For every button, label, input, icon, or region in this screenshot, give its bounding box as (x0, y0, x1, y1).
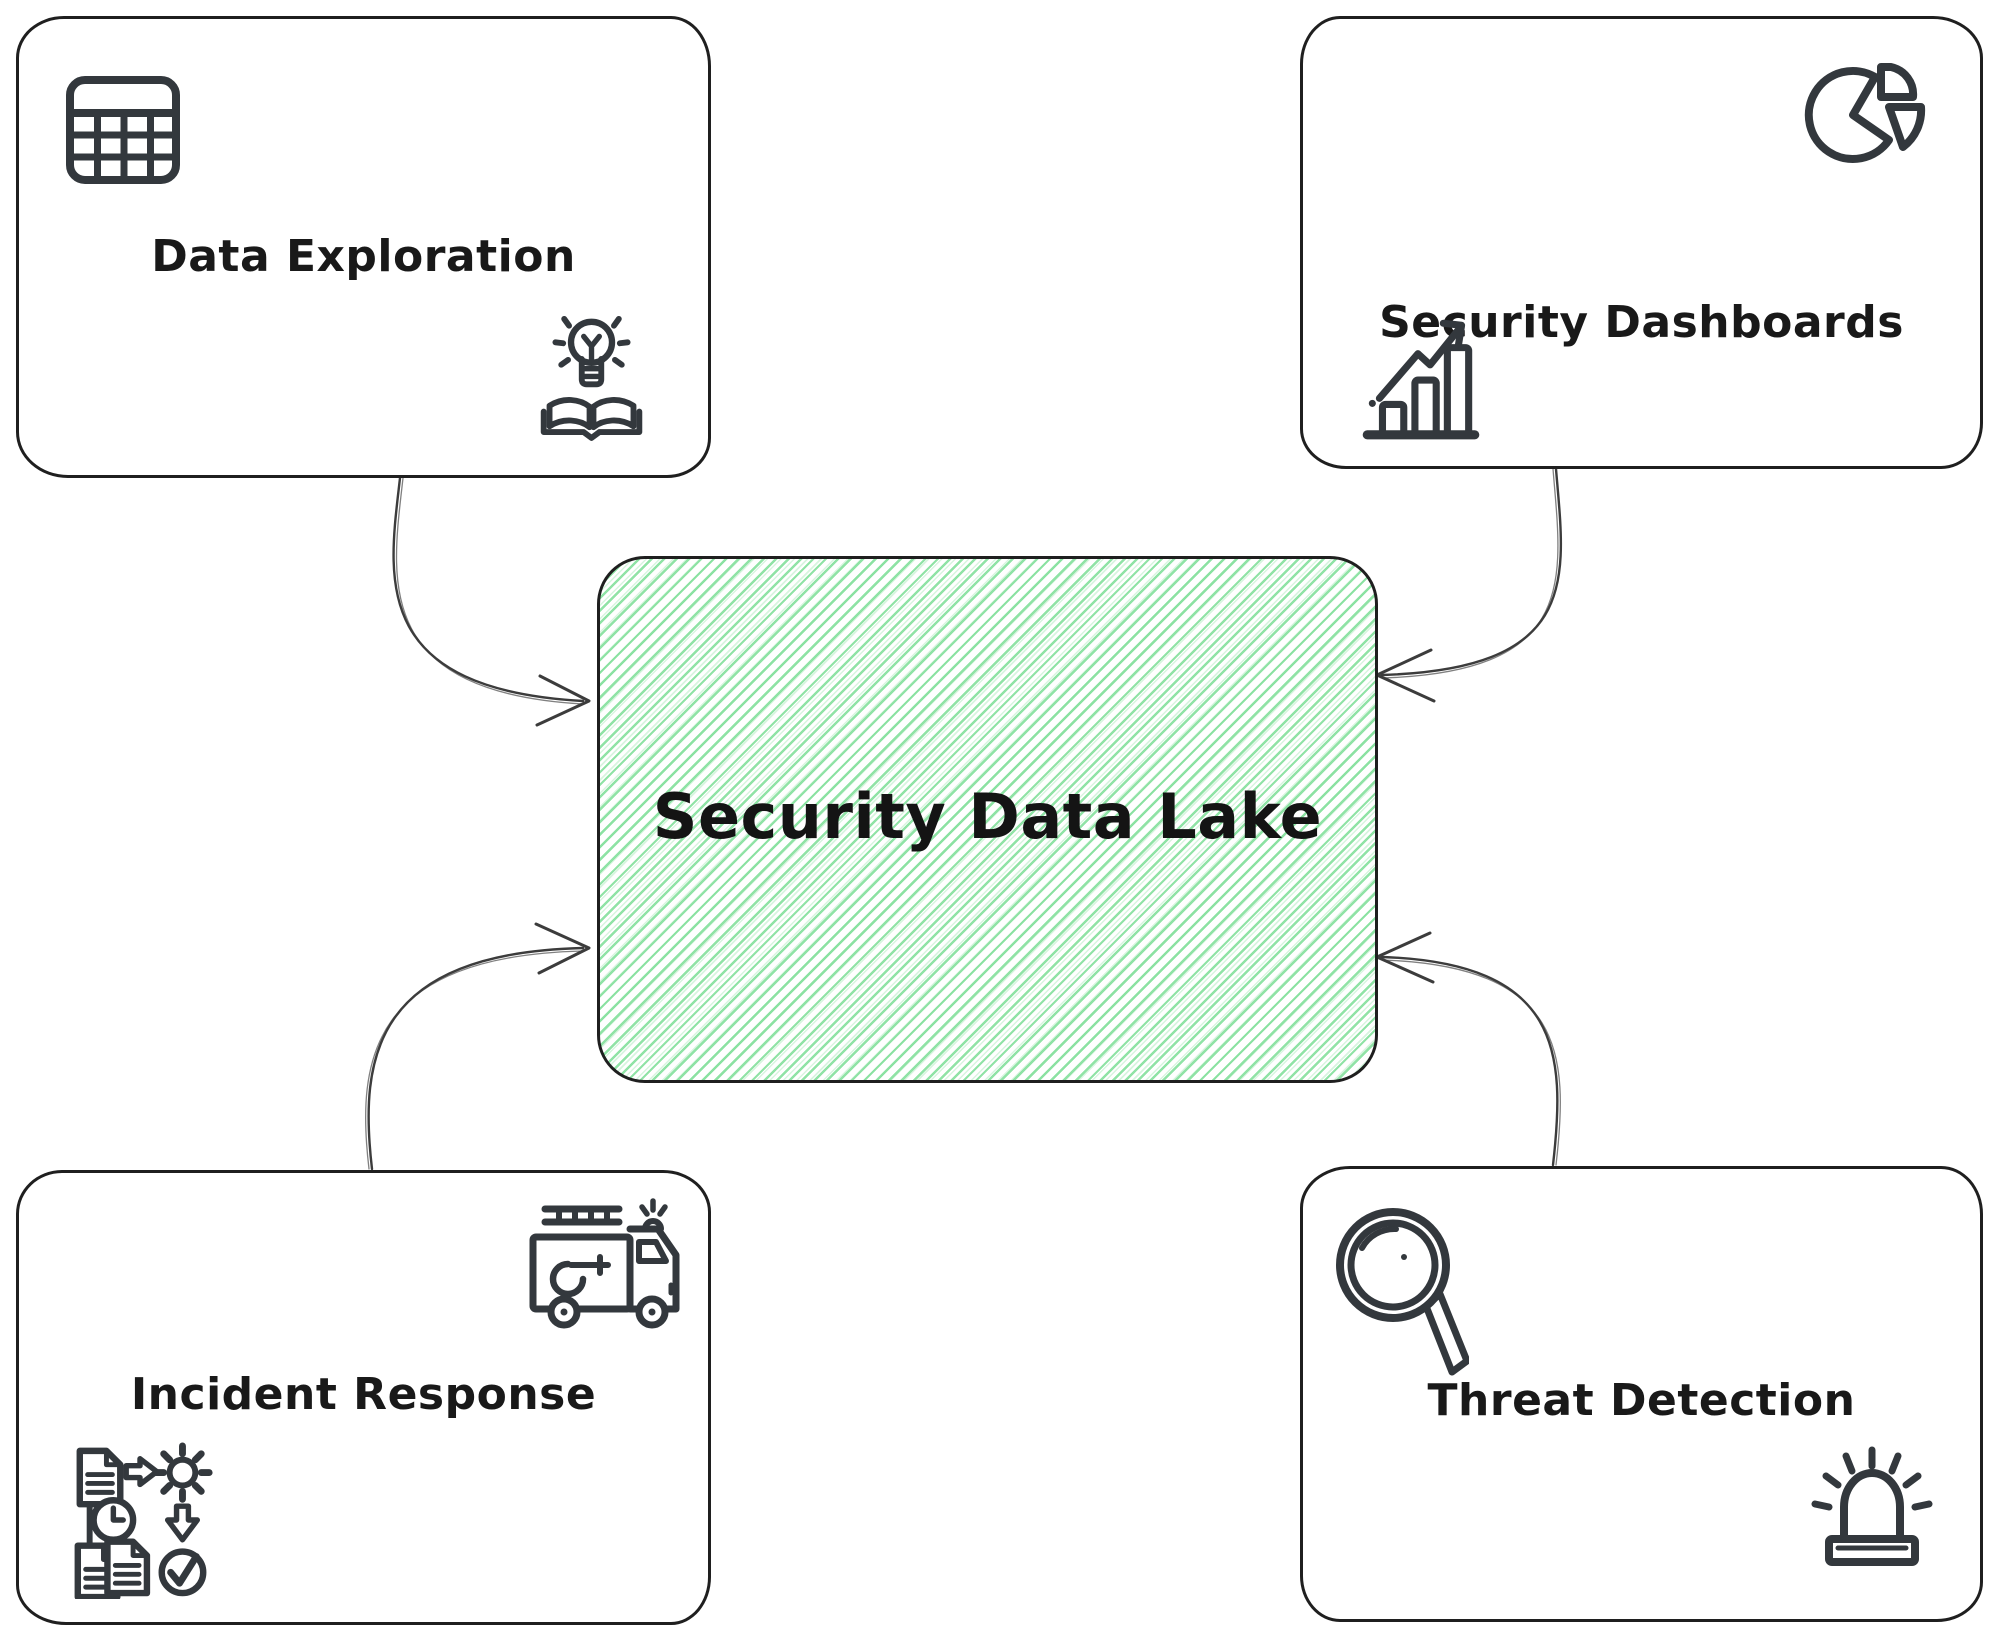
fire-truck-icon (523, 1193, 695, 1329)
node-security-dashboards[interactable]: Security Dashboards (1300, 16, 1983, 469)
connector-data-exploration-to-lake[interactable] (392, 476, 591, 727)
node-label-security-dashboards: Security Dashboards (1379, 297, 1904, 348)
node-label-threat-detection: Threat Detection (1427, 1375, 1856, 1426)
node-label-incident-response: Incident Response (130, 1369, 597, 1420)
idea-book-icon (531, 309, 653, 441)
magnifying-glass-icon (1333, 1201, 1469, 1383)
node-data-exploration[interactable]: Data Exploration (16, 16, 711, 478)
pie-chart-icon (1801, 55, 1933, 187)
connector-threat-detection-to-lake[interactable] (1375, 931, 1562, 1167)
connector-security-dashboards-to-lake[interactable] (1375, 467, 1563, 703)
table-icon (63, 73, 183, 187)
node-threat-detection[interactable]: Threat Detection (1300, 1166, 1983, 1622)
node-security-data-lake[interactable]: Security Data Lake (597, 556, 1378, 1083)
node-incident-response[interactable]: Incident Response (16, 1170, 711, 1625)
siren-icon (1801, 1441, 1943, 1583)
connector-incident-response-to-lake[interactable] (364, 922, 591, 1171)
workflow-process-icon (61, 1441, 221, 1599)
node-label-security-data-lake: Security Data Lake (652, 779, 1323, 853)
bar-chart-growth-icon (1359, 303, 1483, 447)
node-label-data-exploration: Data Exploration (151, 231, 576, 282)
